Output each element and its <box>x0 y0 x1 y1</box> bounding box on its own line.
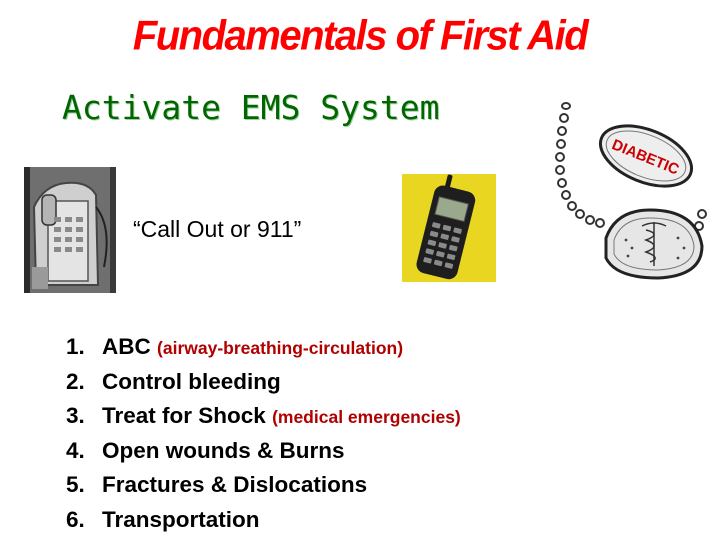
step-text: ABC <box>102 334 151 359</box>
first-aid-steps-list: 1. ABC (airway-breathing-circulation) 2. C… <box>66 330 461 538</box>
subtitle: Activate EMS System <box>62 88 440 127</box>
list-item: 3. Treat for Shock (medical emergencies) <box>66 399 461 434</box>
step-note: (airway-breathing-circulation) <box>157 338 404 358</box>
step-note: (medical emergencies) <box>272 407 461 428</box>
step-number: 4. <box>66 437 85 463</box>
step-text: Treat for Shock <box>102 403 266 429</box>
cell-phone-icon <box>402 174 496 282</box>
list-item: 4. Open wounds & Burns <box>66 434 461 469</box>
step-number: 6. <box>66 506 85 532</box>
step-text: Control bleeding <box>102 368 281 394</box>
slide-title: Fundamentals of First Aid <box>132 12 589 60</box>
step-number: 5. <box>66 472 85 498</box>
list-item: 2. Control bleeding <box>66 365 461 400</box>
step-number: 1. <box>66 334 85 359</box>
list-item: 6. Transportation <box>66 503 461 538</box>
step-number: 2. <box>66 368 85 394</box>
step-text: Transportation <box>102 506 260 532</box>
step-text: Fractures & Dislocations <box>102 472 368 498</box>
list-item: 1. ABC (airway-breathing-circulation) <box>66 330 461 365</box>
list-item: 5. Fractures & Dislocations <box>66 468 461 503</box>
step-text: Open wounds & Burns <box>102 437 345 463</box>
step-number: 3. <box>66 403 85 429</box>
call-911-quote: “Call Out or 911” <box>133 216 302 242</box>
emergency-phone-icon <box>24 167 116 293</box>
medical-alert-bracelet-icon: DIABETIC <box>555 102 707 280</box>
